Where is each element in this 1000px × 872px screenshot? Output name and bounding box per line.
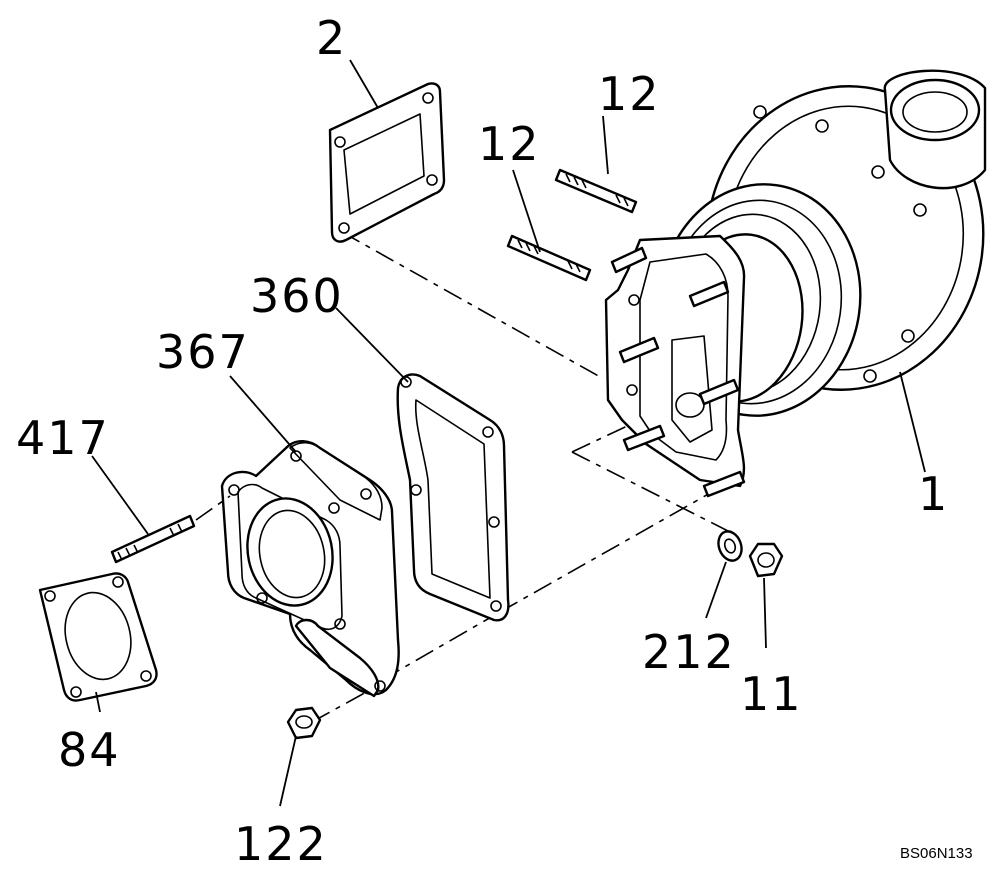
outlet-elbow-part-367 (220, 440, 400, 698)
callout-360: 360 (250, 269, 344, 323)
turbocharger (604, 69, 987, 498)
washer-part-212 (717, 530, 743, 562)
callout-11: 11 (740, 667, 803, 721)
stud-part-417 (110, 495, 231, 564)
turbine-flange-studs (610, 246, 746, 498)
drawing-code: BS06N133 (900, 845, 973, 862)
callout-12-upper: 12 (598, 67, 661, 121)
callout-212: 212 (642, 625, 736, 679)
callout-labels: 2 12 12 360 367 417 1 212 11 84 122 BS06… (16, 11, 973, 871)
callout-122: 122 (234, 817, 328, 871)
callout-1: 1 (918, 467, 949, 521)
gasket-part-360 (396, 373, 510, 622)
nut-part-11 (748, 542, 784, 578)
callout-84: 84 (58, 723, 121, 777)
nut-part-122 (286, 706, 322, 740)
callout-2: 2 (316, 11, 347, 65)
leader-lines (91, 59, 926, 807)
gasket-part-2 (328, 82, 446, 243)
callout-417: 417 (16, 411, 110, 465)
gasket-part-84 (38, 572, 158, 702)
callout-367: 367 (156, 325, 250, 379)
alignment-lines (311, 231, 731, 723)
stud-part-12-upper (554, 168, 638, 214)
stud-part-12-lower (506, 234, 592, 282)
callout-12-lower: 12 (478, 117, 541, 171)
